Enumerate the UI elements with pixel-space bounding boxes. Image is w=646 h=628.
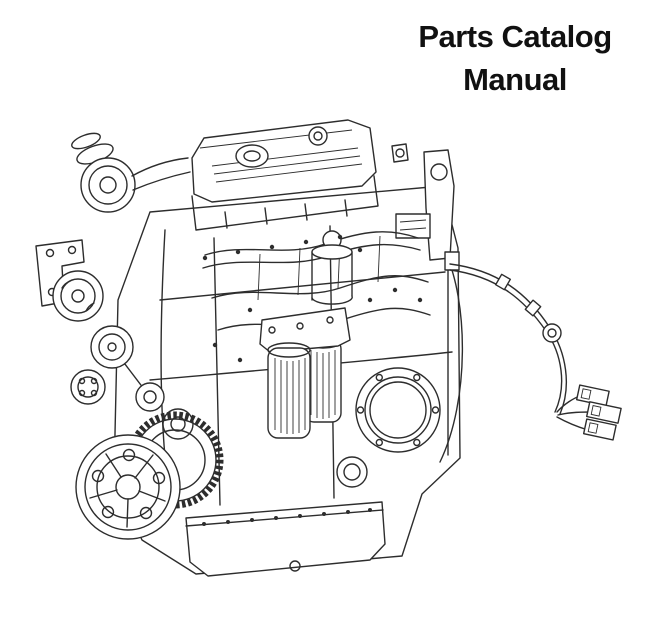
mount-bracket bbox=[35, 239, 85, 307]
starter-motor bbox=[336, 456, 368, 488]
electrical-connectors bbox=[575, 384, 622, 441]
bolt-dots bbox=[202, 234, 423, 363]
turbo-inlet bbox=[71, 132, 191, 213]
filler-cap bbox=[308, 126, 328, 146]
crankshaft-damper-pulley bbox=[75, 434, 181, 540]
wiring-harness bbox=[444, 251, 591, 431]
flywheel-housing bbox=[355, 367, 441, 453]
page-title-line2: Manual bbox=[463, 61, 567, 97]
rear-lifting-hook bbox=[391, 143, 409, 163]
oil-filter-canister bbox=[311, 230, 353, 305]
fuel-filters bbox=[259, 307, 351, 439]
page-title: Parts Catalog Manual bbox=[388, 16, 642, 102]
valve-cover bbox=[191, 119, 377, 203]
page-title-line1: Parts Catalog bbox=[418, 19, 612, 54]
round-connector bbox=[542, 323, 562, 343]
belt-pulleys bbox=[70, 325, 194, 440]
alternator bbox=[52, 270, 104, 322]
ecm-module bbox=[395, 213, 431, 239]
breather-cap bbox=[235, 144, 269, 168]
oil-pan bbox=[185, 501, 386, 577]
drain-plug bbox=[289, 560, 301, 572]
lifting-bracket bbox=[423, 149, 455, 261]
